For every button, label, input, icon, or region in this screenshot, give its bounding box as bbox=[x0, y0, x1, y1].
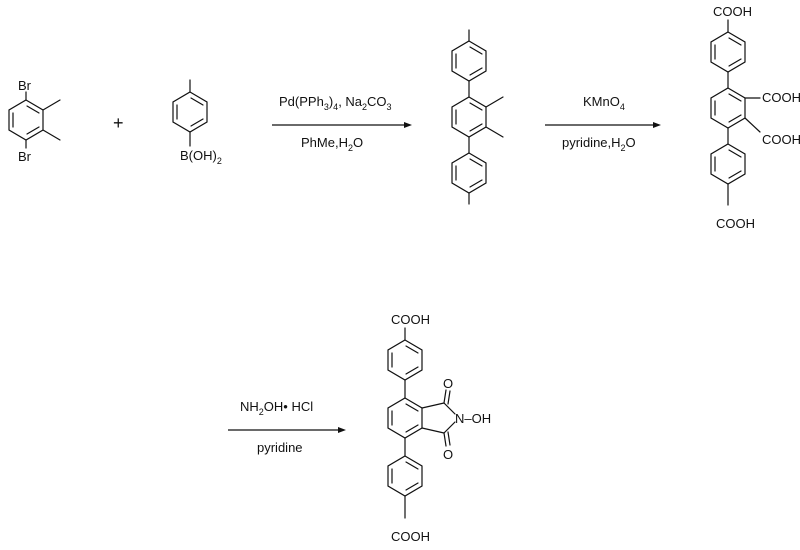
intermediate-dimethyl-terphenyl bbox=[451, 29, 504, 205]
cooh-label-bottom: COOH bbox=[716, 216, 755, 231]
plus-sign: + bbox=[113, 113, 124, 133]
product-n-hydroxyphthalimide: COOH O O N–OH COOH bbox=[387, 312, 491, 544]
central-ring bbox=[710, 87, 746, 129]
step1-conditions-top: Pd(PPh3)4, Na2CO3 bbox=[279, 94, 392, 112]
n-hydroxy-label: N–OH bbox=[455, 411, 491, 426]
cooh-label-upper: COOH bbox=[762, 90, 800, 105]
central-ring bbox=[451, 96, 487, 138]
cooh-label-lower: COOH bbox=[762, 132, 800, 147]
step3-conditions-top: NH2OH• HCl bbox=[240, 399, 313, 417]
central-ring bbox=[387, 397, 423, 439]
intermediate-terphenyl-tetracarboxylic-acid: COOH COOH COOH COOH bbox=[710, 4, 800, 231]
cooh-label-top: COOH bbox=[713, 4, 752, 19]
benzene-ring bbox=[8, 99, 44, 141]
step2-conditions-bottom: pyridine,H2O bbox=[562, 135, 636, 153]
tolyl-ring-bottom bbox=[451, 152, 487, 194]
step1-conditions-bottom: PhMe,H2O bbox=[301, 135, 363, 153]
reactant-dibromo-xylene: Br Br bbox=[8, 78, 61, 164]
boronic-acid-label: B(OH)2 bbox=[180, 148, 222, 166]
methyl-lower bbox=[485, 126, 504, 138]
reaction-arrow-step2: KMnO4 pyridine,H2O bbox=[545, 94, 661, 153]
methyl-upper bbox=[485, 96, 504, 108]
reaction-arrow-step3: NH2OH• HCl pyridine bbox=[228, 399, 346, 455]
carbonyl-o-lower: O bbox=[443, 447, 453, 462]
reaction-arrow-step1: Pd(PPh3)4, Na2CO3 PhMe,H2O bbox=[272, 94, 412, 153]
carbonyl-o-upper: O bbox=[443, 376, 453, 391]
reactant-tolylboronic-acid: B(OH)2 bbox=[172, 79, 222, 166]
br-label-top: Br bbox=[18, 78, 32, 93]
step2-conditions-top: KMnO4 bbox=[583, 94, 625, 112]
cooh-label-bottom: COOH bbox=[391, 529, 430, 544]
methyl-upper bbox=[42, 99, 61, 111]
br-label-bottom: Br bbox=[18, 149, 32, 164]
tolyl-ring-top bbox=[451, 40, 487, 82]
imide-ring bbox=[421, 389, 456, 447]
methyl-lower bbox=[42, 129, 61, 141]
cooh-label-top: COOH bbox=[391, 312, 430, 327]
step3-conditions-bottom: pyridine bbox=[257, 440, 303, 455]
